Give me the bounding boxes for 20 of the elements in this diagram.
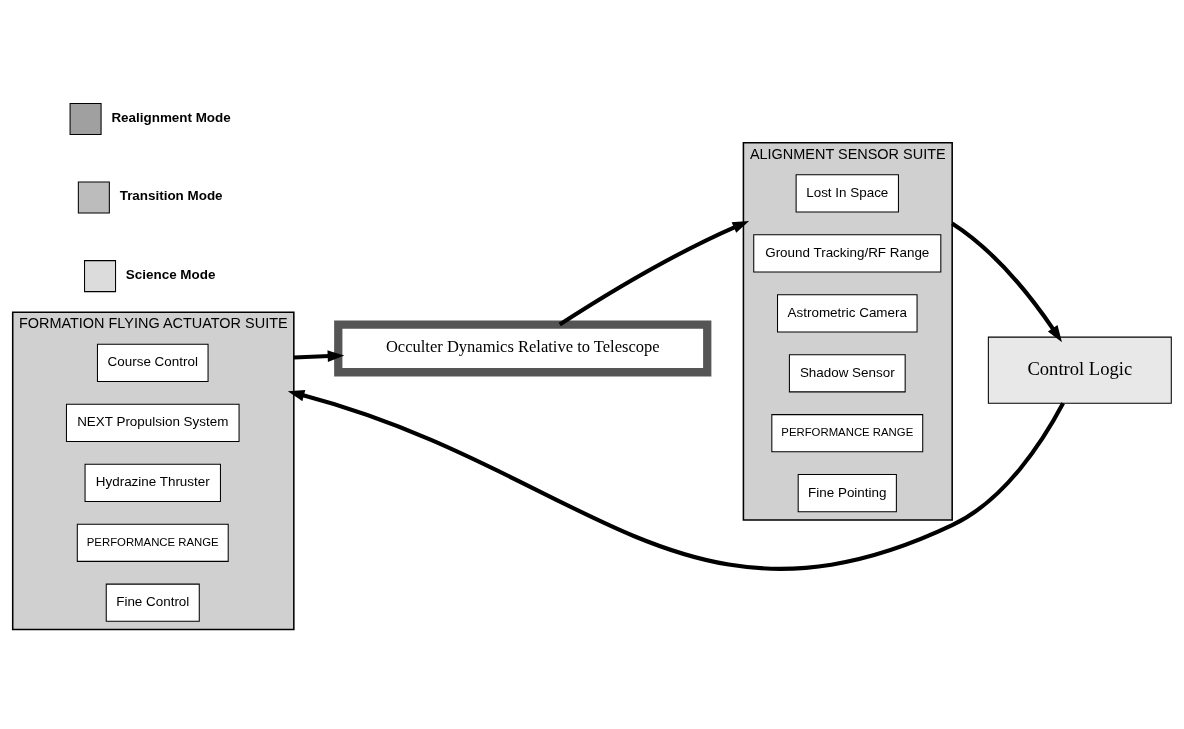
node-box: Fine Pointing [797,474,897,513]
node-box: Lost In Space [795,174,899,213]
node-box: Ground Tracking/RF Range [753,234,942,273]
node-box: Astrometric Camera [777,294,918,333]
node-box: Fine Control [105,583,200,622]
node-box: Occulter Dynamics Relative to Telescope [334,320,712,377]
node-box: PERFORMANCE RANGE [76,523,229,562]
arrow [293,350,345,362]
legend-label: Transition Mode [119,188,223,204]
node-box: Control Logic [987,336,1172,404]
node-box: Hydrazine Thruster [84,463,221,502]
arrow [951,221,1062,343]
legend-label: Science Mode [125,266,216,282]
node-box: Shadow Sensor [788,354,906,393]
node-box: NEXT Propulsion System [65,403,240,442]
arrow [287,389,1065,571]
node-box: Course Control [96,343,209,383]
legend-label: Realignment Mode [111,109,231,125]
node-box: PERFORMANCE RANGE [771,414,924,453]
arrow [558,220,750,327]
